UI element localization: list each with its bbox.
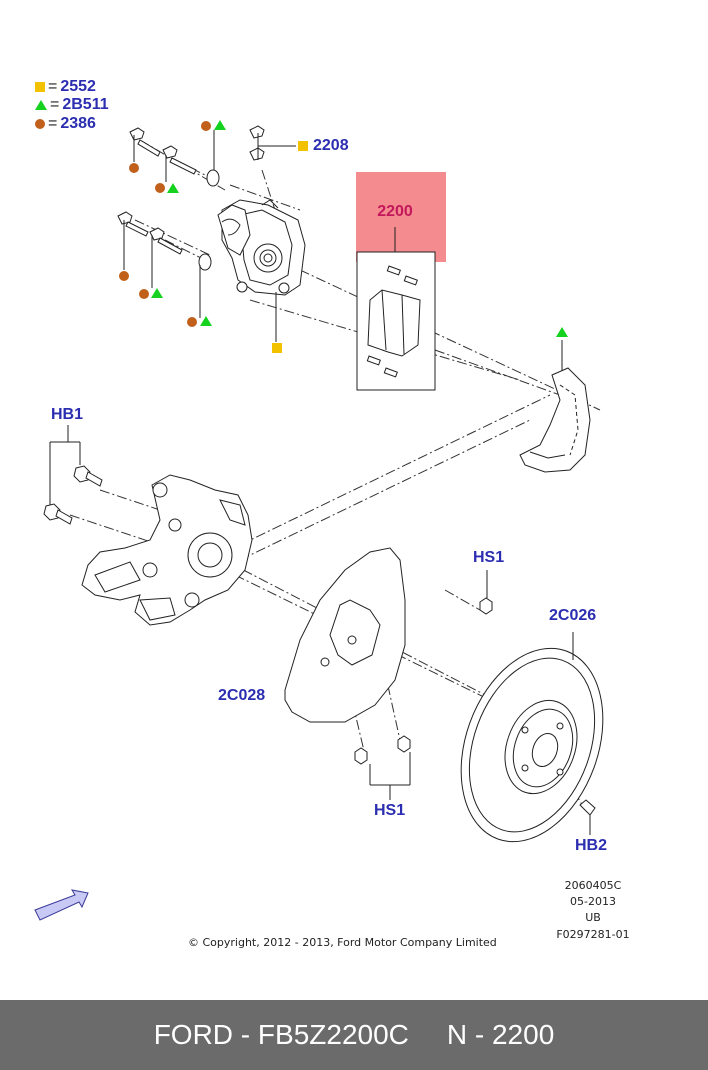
orange-circle-icon [35, 119, 45, 129]
footer-part-number: FORD - FB5Z2200C [153, 1019, 409, 1050]
legend-value: 2552 [60, 78, 96, 95]
legend-row-orange: = 2386 [35, 115, 96, 133]
copyright-text: © Copyright, 2012 - 2013, Ford Motor Com… [188, 936, 497, 949]
shield-ref-label[interactable]: 2C028 [218, 687, 266, 704]
legend-value: 2B511 [62, 96, 109, 113]
diagram-id: F0297281-01 [556, 928, 630, 941]
pads-highlight [356, 172, 446, 262]
legend-value: 2386 [60, 115, 96, 132]
hs1-bottom-label[interactable]: HS1 [374, 802, 406, 819]
hs1-top-label[interactable]: HS1 [473, 549, 505, 566]
diagram-date: 05-2013 [570, 895, 616, 908]
legend-row-yellow: = 2552 [35, 78, 96, 96]
yellow-square-icon [35, 82, 45, 92]
hb2-label[interactable]: HB2 [575, 837, 608, 854]
diagram-code: 2060405C [564, 879, 622, 892]
footer-ref: N - 2200 [446, 1019, 555, 1050]
legend-markers [119, 120, 568, 353]
hb1-label[interactable]: HB1 [51, 406, 84, 423]
legend-row-green: = 2B511 [35, 96, 109, 114]
caliper-ref-label[interactable]: 2208 [313, 137, 349, 154]
diagram-region: UB [585, 911, 601, 924]
footer-bar: FORD - FB5Z2200C N - 2200 [0, 1000, 708, 1070]
disc-ref-label[interactable]: 2C026 [549, 607, 597, 624]
pads-ref-label[interactable]: 2200 [377, 203, 413, 220]
green-triangle-icon [35, 100, 47, 110]
brake-exploded-diagram [34, 120, 604, 921]
